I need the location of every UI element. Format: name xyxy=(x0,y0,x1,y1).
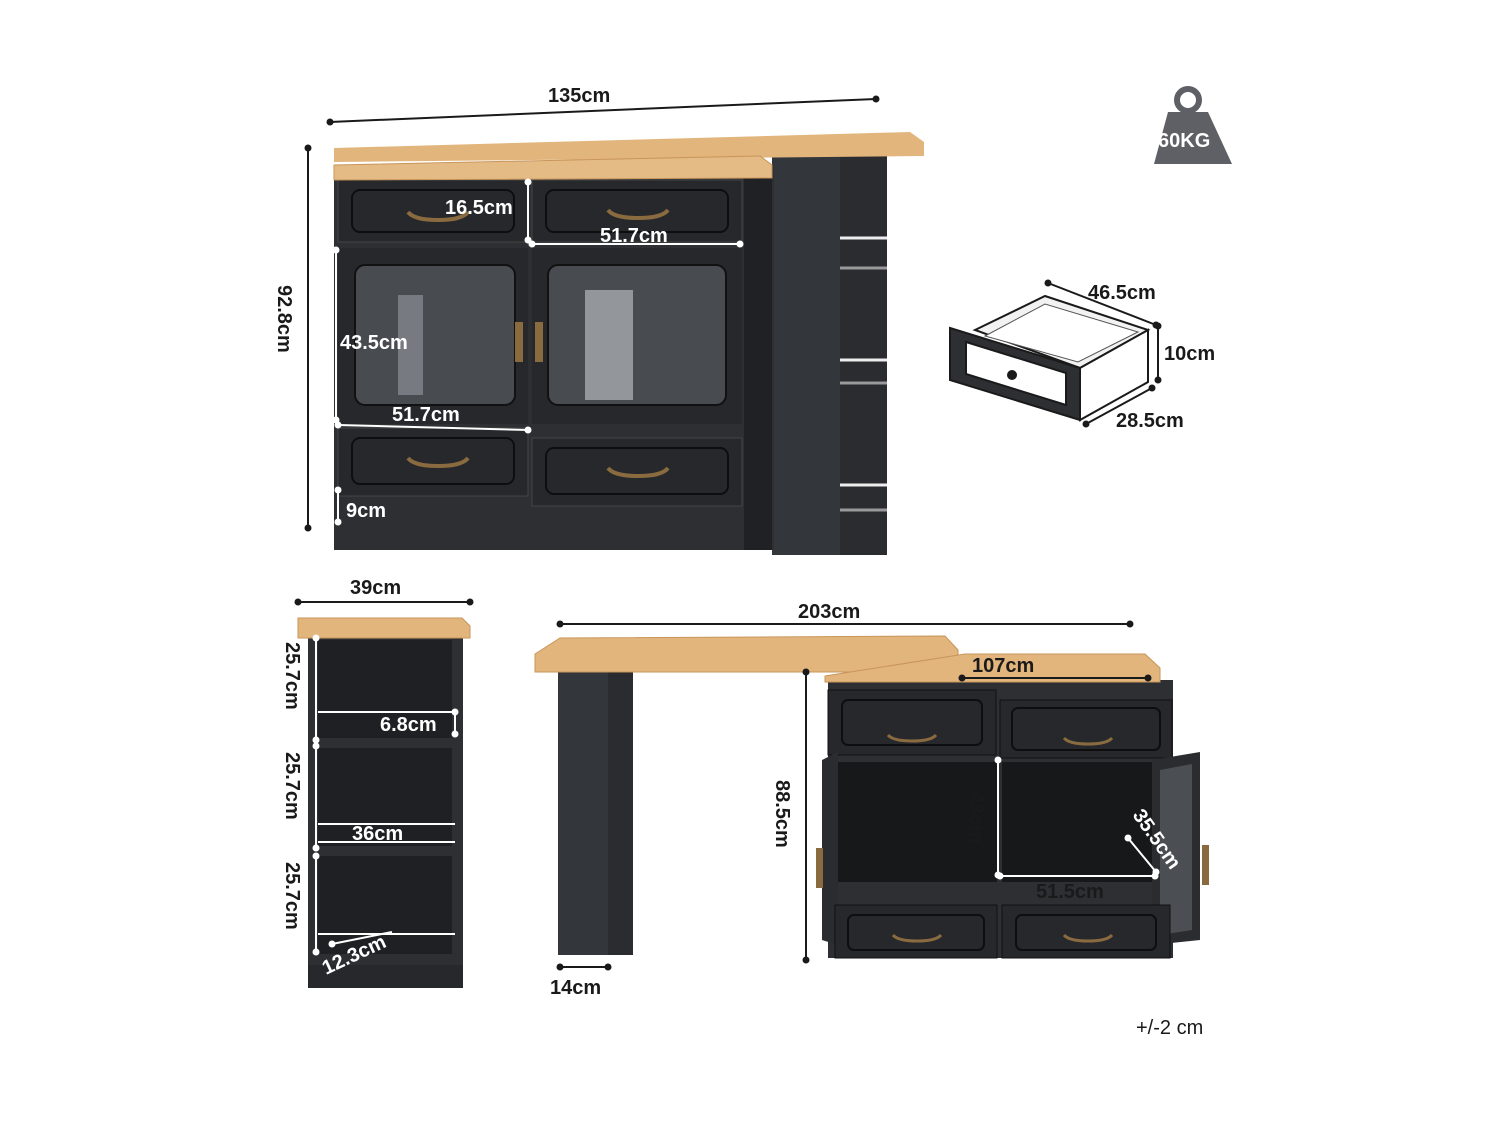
front-worktop-upper xyxy=(334,132,924,162)
drawer-detail-width-label: 46.5cm xyxy=(1088,282,1156,304)
leg-width-label: 14cm xyxy=(550,977,601,999)
front-view: 135cm 92.8cm 16.5cm 51.7cm 43.5cm 51.7cm… xyxy=(273,85,924,555)
shelf-height-2-label: 25.7cm xyxy=(281,752,303,820)
tolerance-note: +/-2 cm xyxy=(1136,1017,1203,1039)
cabinet-interior-left xyxy=(835,762,997,882)
weight-label: 60KG xyxy=(1158,130,1210,152)
cabinet-width-label: 107cm xyxy=(972,655,1034,677)
extended-total-width-label: 203cm xyxy=(798,601,860,623)
door-width-label: 51.7cm xyxy=(392,404,460,426)
extended-worktop xyxy=(534,635,959,673)
door-height-label: 43.5cm xyxy=(340,332,408,354)
cabinet-worktop xyxy=(824,653,1161,683)
interior-height-label: 43cm xyxy=(965,792,987,843)
side-view: 39cm 25.7cm 25.7cm 25.7cm 6.8cm 36cm 12.… xyxy=(281,577,474,988)
extended-height-label: 88.5cm xyxy=(771,780,793,848)
open-door-left xyxy=(822,752,838,945)
drawer-knob xyxy=(1007,370,1017,380)
door-handle-right xyxy=(535,322,543,362)
shelf-width-label: 36cm xyxy=(352,823,403,845)
tower-front-face xyxy=(772,150,840,555)
extended-view: 203cm 107cm 88.5cm 14cm 43cm 51.5cm 35.5… xyxy=(534,601,1209,999)
weight-icon-ring xyxy=(1174,86,1202,114)
front-total-height-label: 92.8cm xyxy=(273,285,295,353)
front-total-width-label: 135cm xyxy=(548,85,610,107)
rail-height-label: 6.8cm xyxy=(380,714,437,736)
drawer-width-label: 51.7cm xyxy=(600,225,668,247)
drawer-detail-depth-label: 28.5cm xyxy=(1116,410,1184,432)
shelf-height-1-label: 25.7cm xyxy=(281,642,303,710)
side-width-label: 39cm xyxy=(350,577,401,599)
open-drawer-right xyxy=(999,699,1173,759)
weight-badge: 60KG xyxy=(1154,86,1232,164)
front-worktop-lower xyxy=(333,155,773,181)
drawer-detail-height-label: 10cm xyxy=(1164,343,1215,365)
side-worktop xyxy=(297,617,471,639)
side-plinth xyxy=(308,965,463,988)
cabinet-side xyxy=(744,170,772,550)
door-handle-left xyxy=(515,322,523,362)
drawer-detail: 46.5cm 10cm 28.5cm xyxy=(949,279,1215,432)
weight-icon xyxy=(1154,112,1232,164)
interior-width-label: 51.5cm xyxy=(1036,881,1104,903)
plinth-height-label: 9cm xyxy=(346,500,386,522)
shelf-height-3-label: 25.7cm xyxy=(281,862,303,930)
cabinet-interior-right xyxy=(1002,762,1152,882)
drawer-height-label: 16.5cm xyxy=(445,197,513,219)
